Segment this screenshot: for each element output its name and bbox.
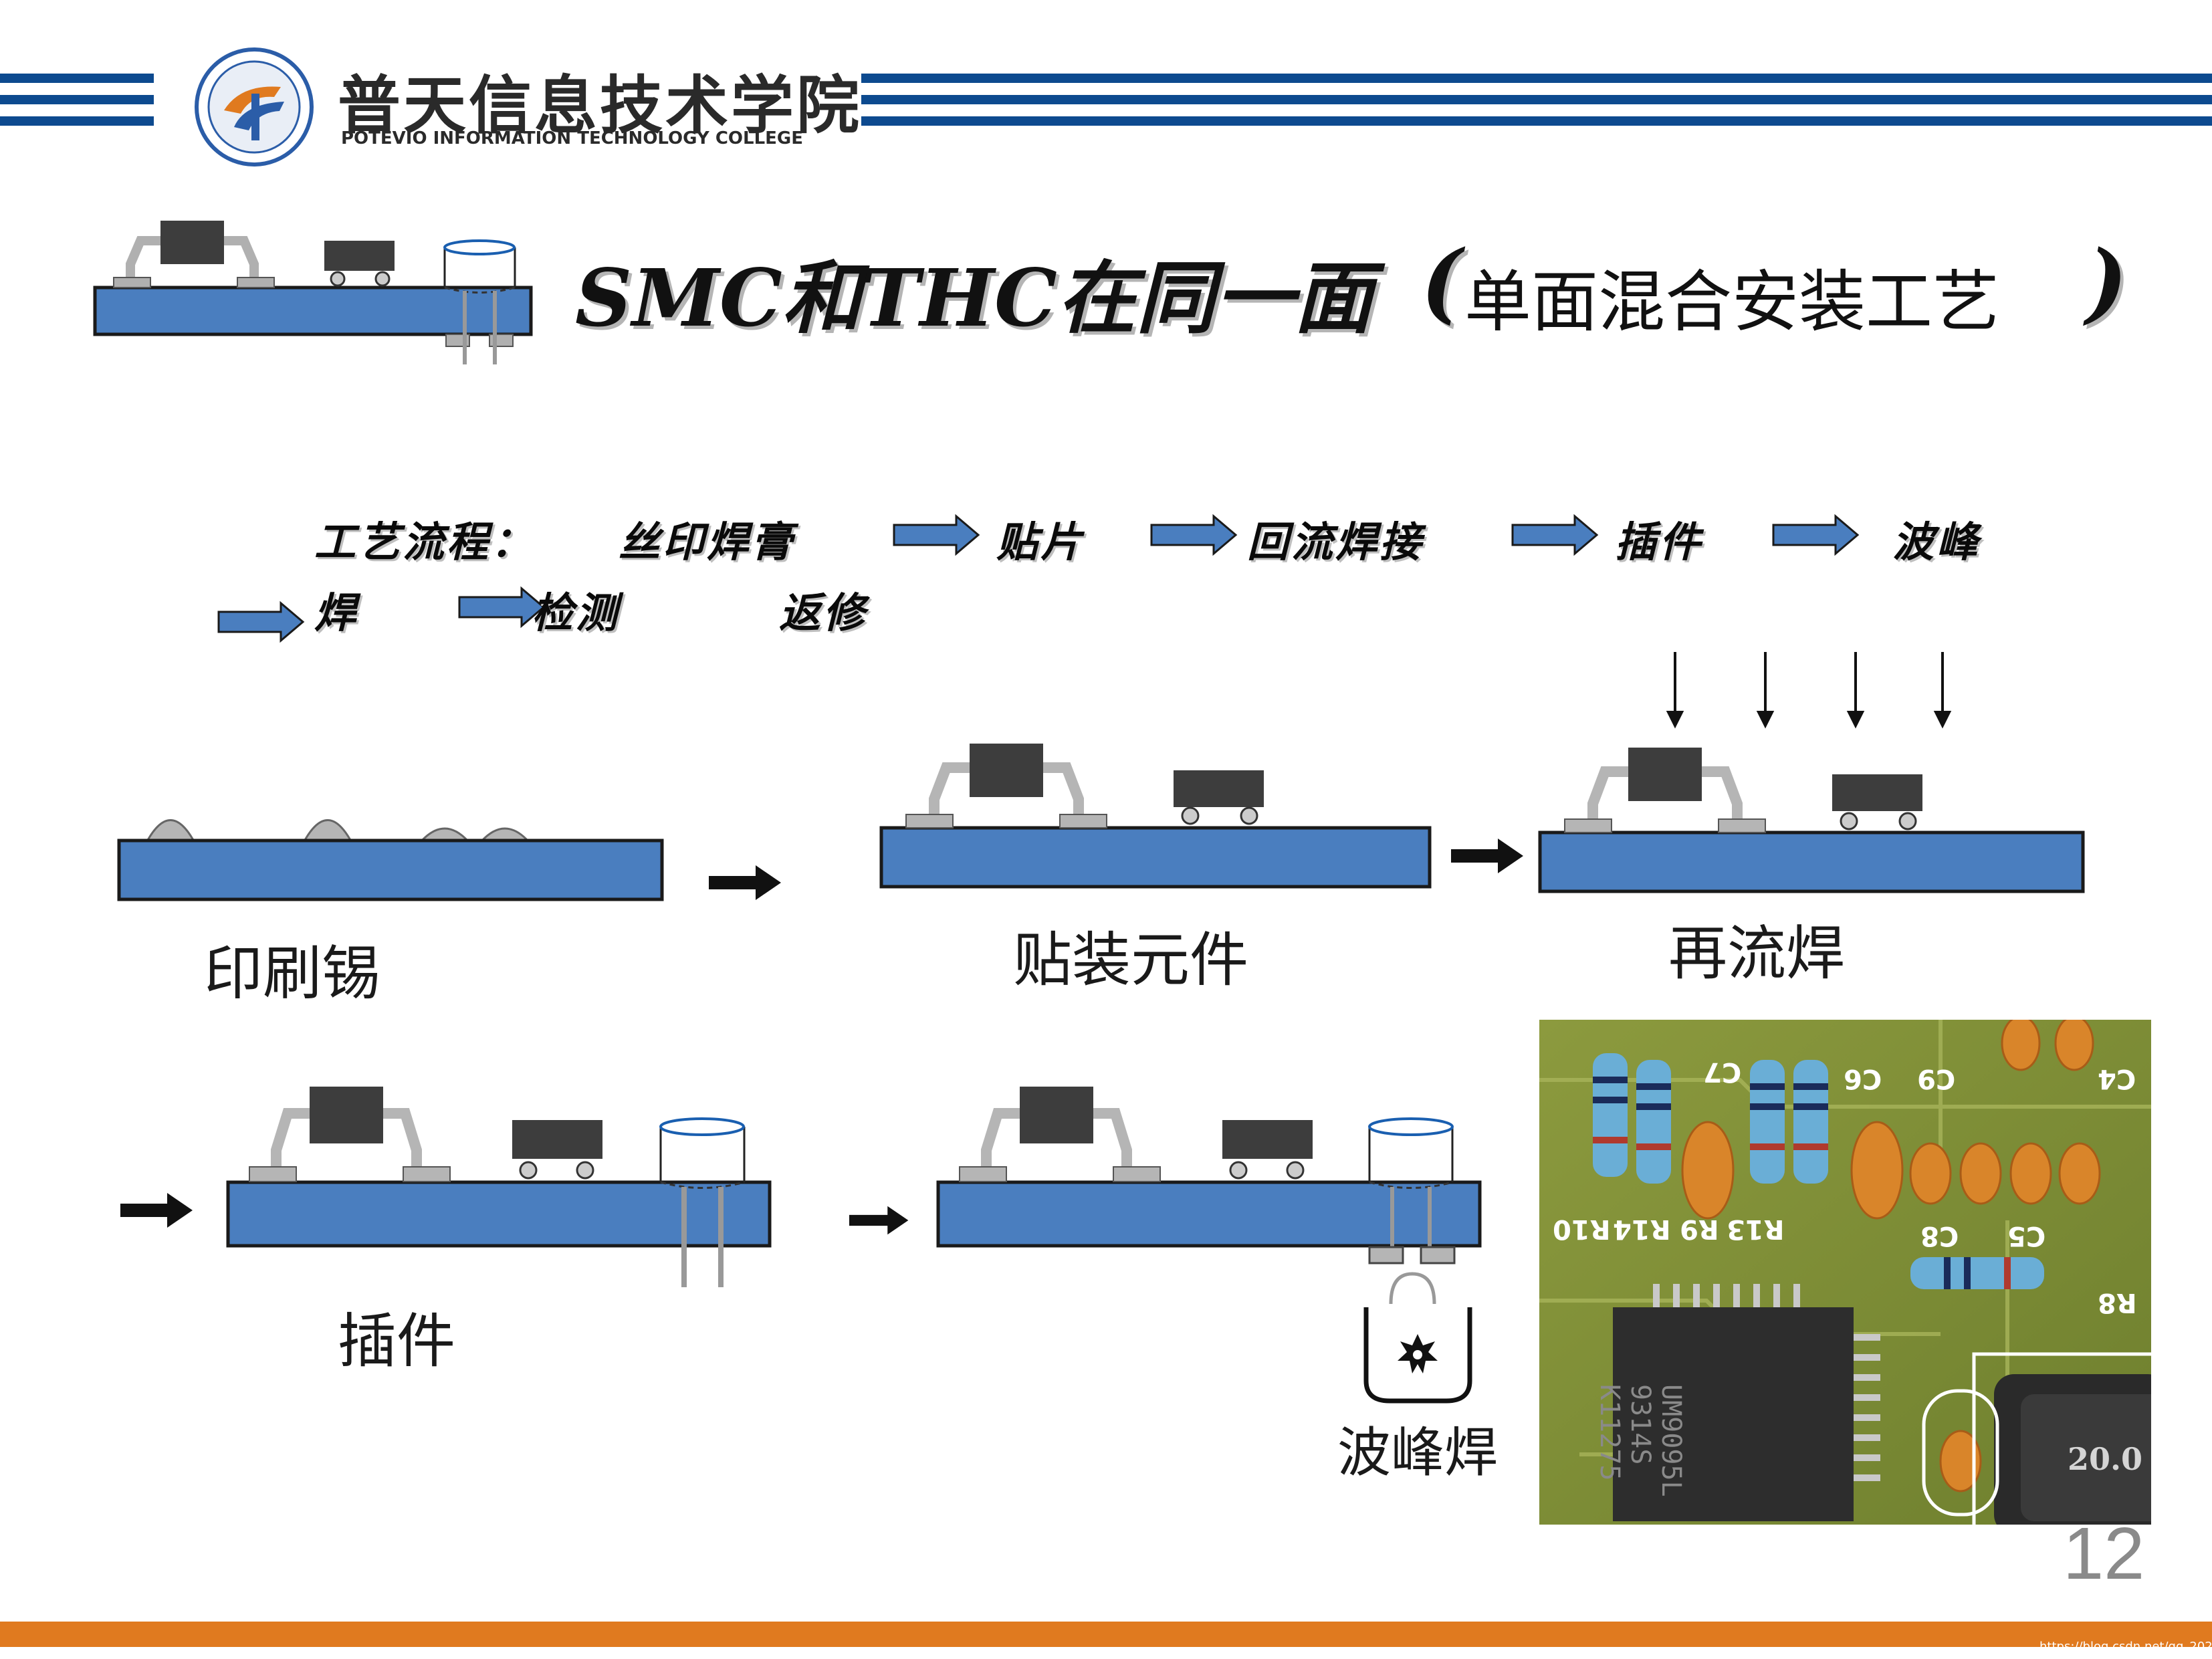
flow-arrow-icon (1511, 514, 1599, 556)
flow-arrow-icon (1772, 514, 1860, 556)
process-arrow-icon (849, 1206, 909, 1235)
page-number: 12 (2063, 1513, 2145, 1595)
inductor-value-label: 20.0 (2068, 1441, 2143, 1477)
title-paren-open: ( (1421, 231, 1462, 333)
chip-text-line: 9314S (1625, 1384, 1656, 1465)
header-stripe (0, 95, 154, 104)
pcb-photo: UM9095L 9314S K11275 R10 R14 R9 R13 R8 C… (1539, 1020, 2151, 1525)
label-place-components: 贴装元件 (1013, 925, 1249, 994)
silk-label: C7 (1703, 1057, 1742, 1087)
watermark: https://blog.csdn.net/qq_20222919 (2039, 1640, 2212, 1654)
college-seal-logo-icon (195, 47, 314, 167)
title-paren-close: ) (2086, 231, 2128, 333)
silk-label: R14 (1613, 1214, 1671, 1244)
flow-step: 插件 (1615, 518, 1704, 566)
flow-arrow-icon (1150, 514, 1238, 556)
flow-arrow-icon (893, 514, 980, 556)
silk-label: R10 (1553, 1214, 1611, 1244)
label-print-solder: 印刷锡 (204, 939, 381, 1008)
header-stripe (0, 116, 154, 126)
title-main: SMC和THC在同一面 (575, 251, 1373, 344)
chip-text-line: K11275 (1594, 1384, 1625, 1481)
pcb-photo-drawing (1539, 1020, 2151, 1525)
silk-label: R8 (2098, 1287, 2137, 1318)
flow-arrow-icon (458, 586, 546, 629)
flow-step: 回流焊接 (1247, 518, 1424, 566)
title-board-illustration (93, 221, 533, 364)
reflow-board (1538, 652, 2085, 893)
insertion-board (226, 1087, 772, 1287)
flow-step: 返修 (779, 588, 868, 637)
title-sub: 单面混合安装工艺 (1464, 263, 1999, 341)
silk-label: R13 (1727, 1214, 1785, 1244)
flow-step: 丝印焊膏 (619, 518, 796, 566)
header-stripe (861, 116, 2212, 126)
chip-text-line: UM9095L (1656, 1384, 1686, 1497)
label-insert: 插件 (338, 1307, 456, 1375)
header-stripe (861, 74, 2212, 83)
silk-label: R9 (1680, 1214, 1719, 1244)
header-stripe (0, 74, 154, 83)
footer-bar (0, 1622, 2212, 1647)
label-reflow: 再流焊 (1668, 919, 1846, 988)
silk-label: C4 (2098, 1063, 2136, 1094)
silk-label: C6 (1844, 1063, 1882, 1094)
silk-label: C5 (2007, 1220, 2046, 1251)
flow-step: 波峰 (1892, 518, 1981, 566)
flow-step: 贴片 (996, 518, 1085, 566)
solder-bath-icon (1363, 1307, 1472, 1404)
flow-arrow-icon (217, 600, 305, 643)
flow-prefix: 工艺流程： (314, 518, 536, 566)
wave-solder-board (936, 1087, 1482, 1305)
placement-board (879, 744, 1432, 889)
header-stripe (861, 95, 2212, 104)
school-name-en: POTEVIO INFORMATION TECHNOLOGY COLLEGE (341, 128, 803, 148)
silk-label: C8 (1920, 1220, 1959, 1251)
label-wave-solder: 波峰焊 (1337, 1422, 1498, 1484)
solder-paste-board (117, 819, 664, 901)
silk-label: C9 (1917, 1063, 1956, 1094)
school-name-cn: 普天信息技术学院 (338, 70, 863, 142)
flow-step: 检测 (532, 588, 621, 637)
process-arrow-icon (709, 865, 781, 900)
flow-step: 焊 (314, 588, 359, 637)
process-arrow-icon (1451, 839, 1523, 873)
process-arrow-icon (120, 1193, 193, 1228)
